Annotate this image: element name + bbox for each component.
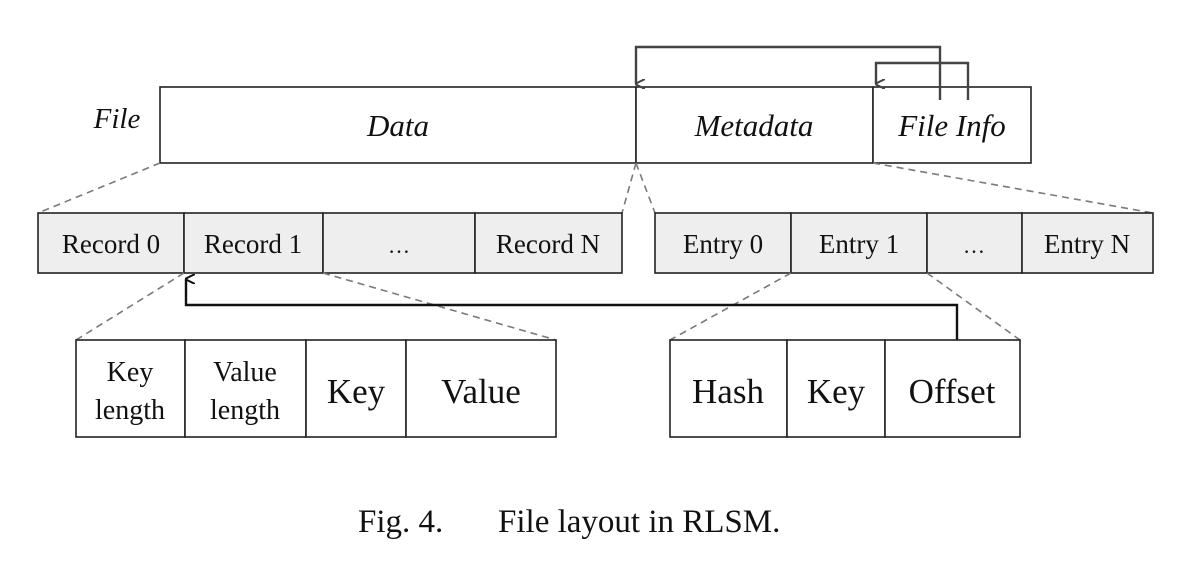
record-label-1: Record 1 bbox=[204, 229, 302, 259]
record-field-key-length-line2: length bbox=[95, 395, 165, 426]
fileinfo-to-metadata-arrow bbox=[634, 45, 942, 100]
entry-cell-1 bbox=[790, 212, 928, 274]
entry-cell-ellipsis bbox=[926, 212, 1023, 274]
file-metadata-section bbox=[635, 86, 874, 164]
record-cell-n bbox=[474, 212, 623, 274]
entry-field-hash-label: Hash bbox=[692, 372, 764, 411]
record-field-key-length-line1: Key bbox=[107, 357, 154, 388]
entry-label-1: Entry 1 bbox=[819, 229, 899, 259]
entry-label-n: Entry N bbox=[1044, 229, 1130, 259]
record-field-value bbox=[405, 339, 557, 438]
figure-caption: File layout in RLSM. bbox=[498, 504, 780, 540]
file-row: Data Metadata File Info bbox=[159, 86, 1032, 164]
record-label-n: Record N bbox=[496, 229, 600, 259]
data-expand-left bbox=[37, 162, 161, 214]
file-info-label: File Info bbox=[897, 108, 1006, 143]
entry-field-hash bbox=[669, 339, 788, 438]
record-field-key-label: Key bbox=[327, 372, 386, 411]
entry-cell-n bbox=[1021, 212, 1154, 274]
entry-cell-0 bbox=[654, 212, 792, 274]
records-row: Record 0 Record 1 … Record N bbox=[37, 212, 623, 274]
record-fields-row: Key length Value length Key Value bbox=[75, 339, 557, 438]
record-field-value-length-line1: Value bbox=[213, 357, 277, 388]
entry-field-key bbox=[786, 339, 886, 438]
entry-fields-row: Hash Key Offset bbox=[669, 339, 1021, 438]
data-expand-right bbox=[621, 162, 637, 214]
file-label: File bbox=[93, 103, 141, 135]
file-metadata-label: Metadata bbox=[694, 108, 814, 143]
figure-number: Fig. 4. bbox=[358, 504, 443, 540]
file-info-section bbox=[872, 86, 1032, 164]
record-label-0: Record 0 bbox=[62, 229, 160, 259]
metadata-expand-left bbox=[635, 162, 656, 214]
record-field-key-length bbox=[75, 339, 186, 438]
record-field-value-length-line2: length bbox=[210, 395, 280, 426]
entry-field-offset bbox=[884, 339, 1021, 438]
fileinfo-to-entries-arrow bbox=[874, 61, 970, 100]
file-data-section bbox=[159, 86, 637, 164]
entry-label-ellipsis: … bbox=[963, 233, 985, 258]
entry1-expand-right bbox=[926, 272, 1021, 341]
record-field-key bbox=[305, 339, 407, 438]
entry1-expand-left bbox=[669, 272, 792, 341]
entry-field-key-label: Key bbox=[807, 372, 866, 411]
record1-expand-left bbox=[75, 272, 185, 341]
record1-expand-right bbox=[322, 272, 557, 341]
record-field-value-length bbox=[184, 339, 307, 438]
offset-to-record-arrow bbox=[184, 279, 959, 347]
record-cell-ellipsis bbox=[322, 212, 476, 274]
entry-label-0: Entry 0 bbox=[683, 229, 763, 259]
entry-field-offset-label: Offset bbox=[909, 372, 996, 411]
entries-row: Entry 0 Entry 1 … Entry N bbox=[654, 212, 1154, 274]
file-data-label: Data bbox=[366, 108, 429, 143]
record-field-value-label: Value bbox=[441, 372, 521, 411]
record-label-ellipsis: … bbox=[388, 233, 410, 258]
record-cell-0 bbox=[37, 212, 185, 274]
metadata-expand-right bbox=[872, 162, 1154, 214]
